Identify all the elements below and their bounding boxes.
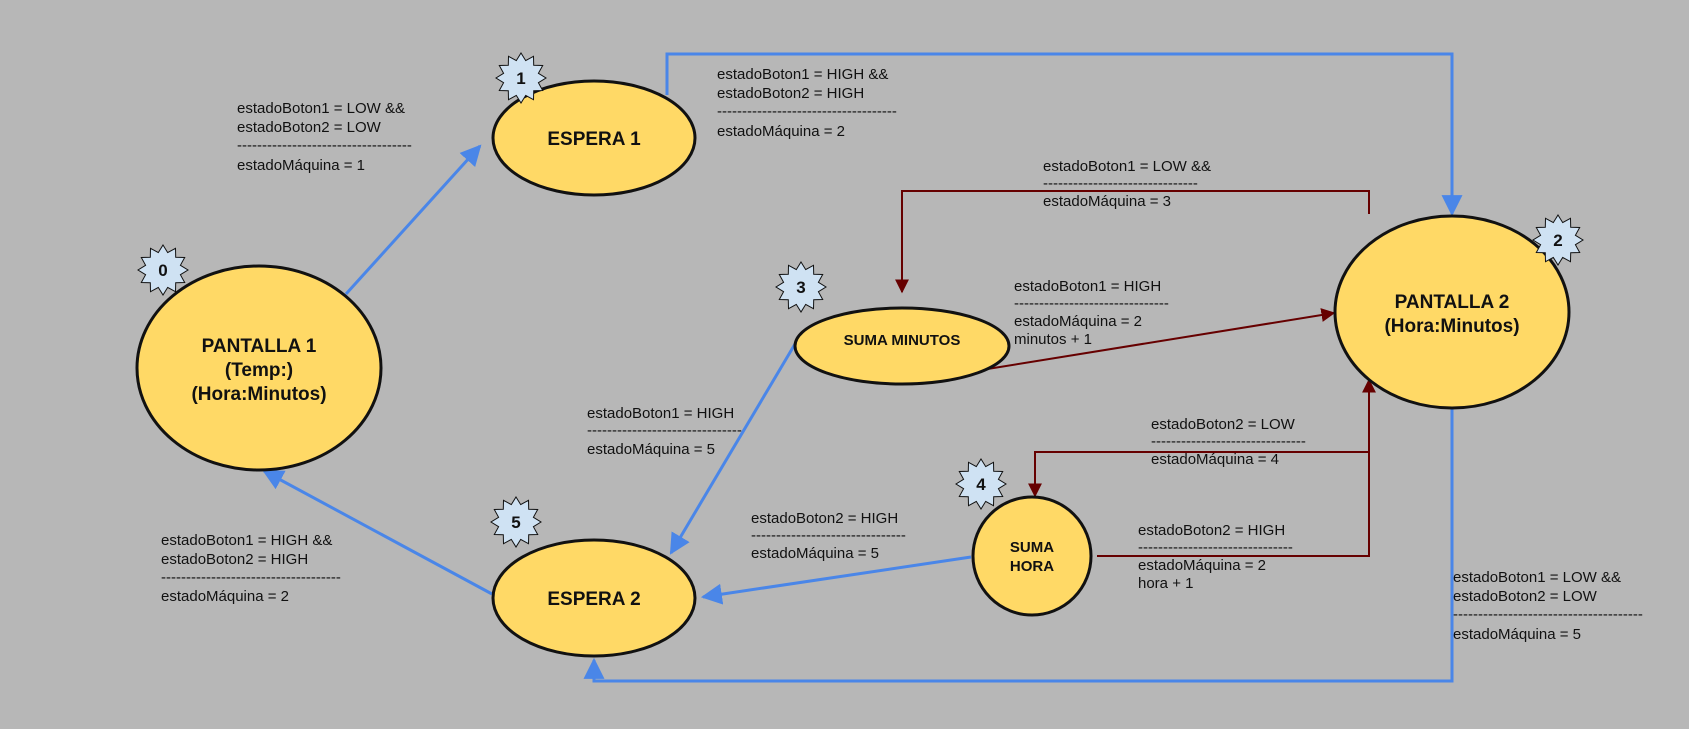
condition-line: ------------------------------- xyxy=(751,527,906,544)
condition-line: estadoMáquina = 2 xyxy=(717,123,845,140)
condition-2-to-3: estadoBoton1 = LOW && ------------------… xyxy=(1043,158,1215,210)
condition-line: ------------------------------- xyxy=(1043,175,1198,192)
badge-state-0: 0 xyxy=(137,244,189,296)
state-suma-minutos-label: SUMA MINUTOS xyxy=(844,332,961,349)
condition-line: estadoBoton1 = LOW && xyxy=(1043,158,1211,175)
condition-line: estadoBoton2 = LOW xyxy=(237,119,382,136)
transition-labels: estadoBoton1 = LOW && estadoBoton2 = LOW… xyxy=(161,66,1647,643)
condition-line: estadoMáquina = 5 xyxy=(1453,626,1581,643)
condition-line: -------------------------------------- xyxy=(1453,606,1643,623)
condition-line: estadoBoton2 = HIGH xyxy=(751,510,898,527)
condition-line: estadoBoton1 = LOW && xyxy=(1453,569,1621,586)
arrow-2-to-4 xyxy=(1028,451,1369,498)
state-pantalla-1-line-1: PANTALLA 1 xyxy=(202,336,317,357)
state-pantalla-1-line-3: (Hora:Minutos) xyxy=(191,384,326,405)
arrow-4-to-2 xyxy=(1097,378,1376,557)
condition-line: minutos + 1 xyxy=(1014,331,1092,348)
state-badges: 0 1 2 3 4 5 xyxy=(137,52,1584,548)
arrow-2-to-3 xyxy=(895,190,1370,294)
condition-3-to-5: estadoBoton1 = HIGH --------------------… xyxy=(587,405,746,458)
condition-1-to-2: estadoBoton1 = HIGH && estadoBoton2 = HI… xyxy=(717,66,901,140)
condition-line: estadoMáquina = 1 xyxy=(237,157,365,174)
condition-line: estadoBoton2 = HIGH xyxy=(161,551,308,568)
state-espera-2-label: ESPERA 2 xyxy=(547,589,640,610)
arrow-2-to-5 xyxy=(583,408,1454,683)
condition-0-to-1: estadoBoton1 = LOW && estadoBoton2 = LOW… xyxy=(237,100,416,174)
condition-4-to-5: estadoBoton2 = HIGH --------------------… xyxy=(751,510,910,562)
badge-state-3-label: 3 xyxy=(796,278,805,297)
state-suma-hora-line-2: HORA xyxy=(1010,558,1054,575)
state-suma-hora: SUMA HORA xyxy=(971,495,1093,617)
condition-line: estadoMáquina = 3 xyxy=(1043,193,1171,210)
condition-line: ------------------------------- xyxy=(587,422,742,439)
arrow-3-to-2 xyxy=(974,308,1336,372)
condition-line: estadoMáquina = 2 xyxy=(1138,557,1266,574)
arrow-0-to-1 xyxy=(344,144,482,296)
state-nodes: PANTALLA 1 (Temp:) (Hora:Minutos) ESPERA… xyxy=(135,79,1571,658)
state-suma-hora-line-1: SUMA xyxy=(1010,539,1054,556)
transition-arrows xyxy=(262,52,1463,683)
badge-state-1-label: 1 xyxy=(516,69,525,88)
badge-state-0-label: 0 xyxy=(158,261,167,280)
state-espera-2: ESPERA 2 xyxy=(491,538,697,658)
state-suma-minutos: SUMA MINUTOS xyxy=(793,306,1011,386)
condition-line: ------------------------------------ xyxy=(717,103,897,120)
badge-state-5-label: 5 xyxy=(511,513,520,532)
state-espera-1: ESPERA 1 xyxy=(491,79,697,197)
arrow-4-to-5 xyxy=(700,555,972,605)
condition-line: ------------------------------- xyxy=(1138,539,1293,556)
condition-line: hora + 1 xyxy=(1138,575,1193,592)
condition-line: ------------------------------- xyxy=(1014,295,1169,312)
condition-line: ------------------------------- xyxy=(1151,433,1306,450)
state-pantalla-2-line-2: (Hora:Minutos) xyxy=(1384,316,1519,337)
state-pantalla-1-line-2: (Temp:) xyxy=(225,360,293,381)
arrow-5-to-0 xyxy=(262,469,493,596)
condition-line: estadoBoton2 = HIGH xyxy=(1138,522,1285,539)
condition-2-to-4: estadoBoton2 = LOW ---------------------… xyxy=(1151,416,1310,468)
condition-line: estadoBoton2 = LOW xyxy=(1453,588,1598,605)
condition-4-to-2: estadoBoton2 = HIGH --------------------… xyxy=(1138,522,1297,592)
badge-state-5: 5 xyxy=(490,496,542,548)
condition-line: estadoBoton1 = HIGH && xyxy=(717,66,888,83)
state-pantalla-1: PANTALLA 1 (Temp:) (Hora:Minutos) xyxy=(135,264,383,472)
condition-line: estadoMáquina = 2 xyxy=(161,588,289,605)
condition-line: estadoBoton1 = HIGH xyxy=(587,405,734,422)
state-espera-1-label: ESPERA 1 xyxy=(547,129,641,150)
badge-state-4-label: 4 xyxy=(976,475,986,494)
badge-state-1: 1 xyxy=(495,52,547,104)
condition-line: ------------------------------------ xyxy=(161,569,341,586)
condition-line: estadoMáquina = 5 xyxy=(587,441,715,458)
badge-state-2: 2 xyxy=(1532,214,1584,266)
condition-line: ----------------------------------- xyxy=(237,137,412,154)
condition-line: estadoBoton2 = LOW xyxy=(1151,416,1296,433)
arrow-3-to-5 xyxy=(669,343,797,555)
badge-state-2-label: 2 xyxy=(1553,231,1562,250)
condition-line: estadoBoton1 = HIGH && xyxy=(161,532,332,549)
badge-state-4: 4 xyxy=(955,458,1007,510)
condition-5-to-0: estadoBoton1 = HIGH && estadoBoton2 = HI… xyxy=(161,532,345,605)
condition-line: estadoMáquina = 4 xyxy=(1151,451,1279,468)
badge-state-3: 3 xyxy=(775,261,827,313)
state-pantalla-2: PANTALLA 2 (Hora:Minutos) xyxy=(1333,214,1571,410)
condition-3-to-2: estadoBoton1 = HIGH --------------------… xyxy=(1014,278,1173,348)
condition-line: estadoBoton1 = HIGH xyxy=(1014,278,1161,295)
condition-2-to-5: estadoBoton1 = LOW && estadoBoton2 = LOW… xyxy=(1453,569,1647,643)
condition-line: estadoMáquina = 5 xyxy=(751,545,879,562)
condition-line: estadoBoton2 = HIGH xyxy=(717,85,864,102)
condition-line: estadoBoton1 = LOW && xyxy=(237,100,405,117)
condition-line: estadoMáquina = 2 xyxy=(1014,313,1142,330)
state-pantalla-2-line-1: PANTALLA 2 xyxy=(1395,292,1510,313)
arrow-1-to-2 xyxy=(665,52,1463,217)
